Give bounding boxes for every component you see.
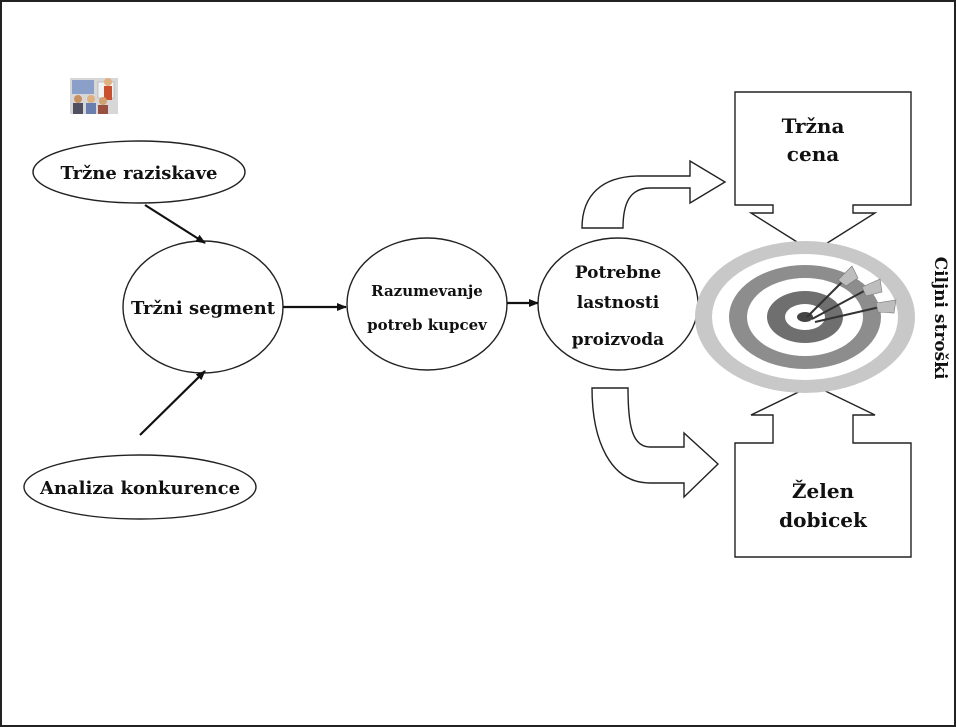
label-razumevanje-line1: Razumevanje [371, 282, 483, 300]
label-potrebne-line3: proizvoda [572, 330, 664, 350]
label-zelen-line2: dobicek [779, 508, 868, 532]
label-trzna-cena-line2: cena [787, 142, 839, 166]
node-trzne-raziskave [32, 140, 246, 204]
label-potrebne-line2: lastnosti [577, 293, 660, 313]
label-trzna-cena-line1: Tržna [782, 114, 845, 138]
box-trzna-cena [734, 91, 912, 253]
label-trzni-segment: Tržni segment [131, 298, 276, 319]
curved-arrow-down [591, 387, 720, 499]
arrow-raziskave-to-segment [144, 204, 206, 244]
label-razumevanje-line2: potreb kupcev [367, 316, 488, 334]
meeting-clipart-icon [70, 78, 118, 114]
node-analiza-konkurence [23, 454, 257, 520]
curved-arrow-up [581, 159, 727, 229]
box-zelen-dobicek [734, 384, 912, 558]
arrow-konkurence-to-segment [139, 370, 206, 436]
label-analiza-konkurence: Analiza konkurence [39, 478, 240, 499]
node-razumevanje [346, 237, 508, 371]
target-with-darts-icon [695, 241, 915, 393]
label-trzne-raziskave: Tržne raziskave [61, 163, 218, 184]
label-potrebne-line1: Potrebne [575, 263, 662, 283]
label-zelen-line1: Želen [792, 479, 855, 503]
label-ciljni-stroski: Ciljni stroški [930, 257, 950, 380]
